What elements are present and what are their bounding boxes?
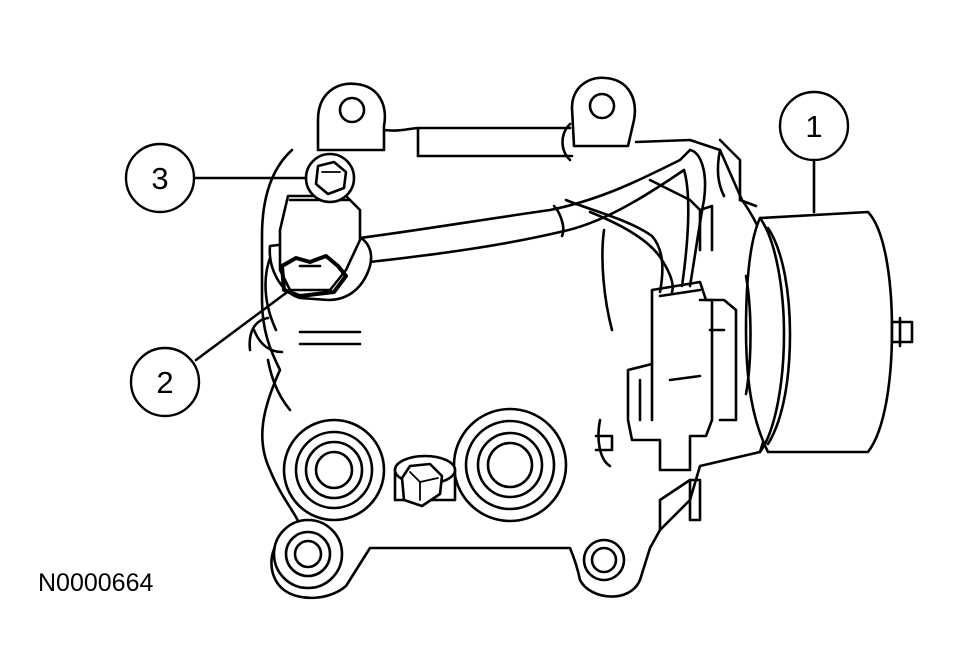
mounting-bolt [304,152,356,204]
clutch-pulley [744,210,914,454]
callout-2-label: 2 [156,365,173,400]
callout-leaders [194,150,816,362]
figure-id: N0000664 [38,569,153,597]
callout-3: 3 [124,142,196,214]
lower-port-left [282,418,386,522]
lower-left-mount [272,518,344,590]
callout-1-label: 1 [805,109,822,144]
lower-port-right [452,407,568,523]
lower-right-mount [582,538,626,582]
right-body-details [594,138,758,532]
callout-3-label: 3 [151,161,168,196]
wire-harness [358,148,707,294]
electrical-connector [626,280,738,472]
compressor-housing [248,76,772,600]
callout-1: 1 [778,90,850,162]
center-bolt [393,454,457,508]
sensor-bracket [268,194,373,302]
callout-2: 2 [129,346,201,418]
